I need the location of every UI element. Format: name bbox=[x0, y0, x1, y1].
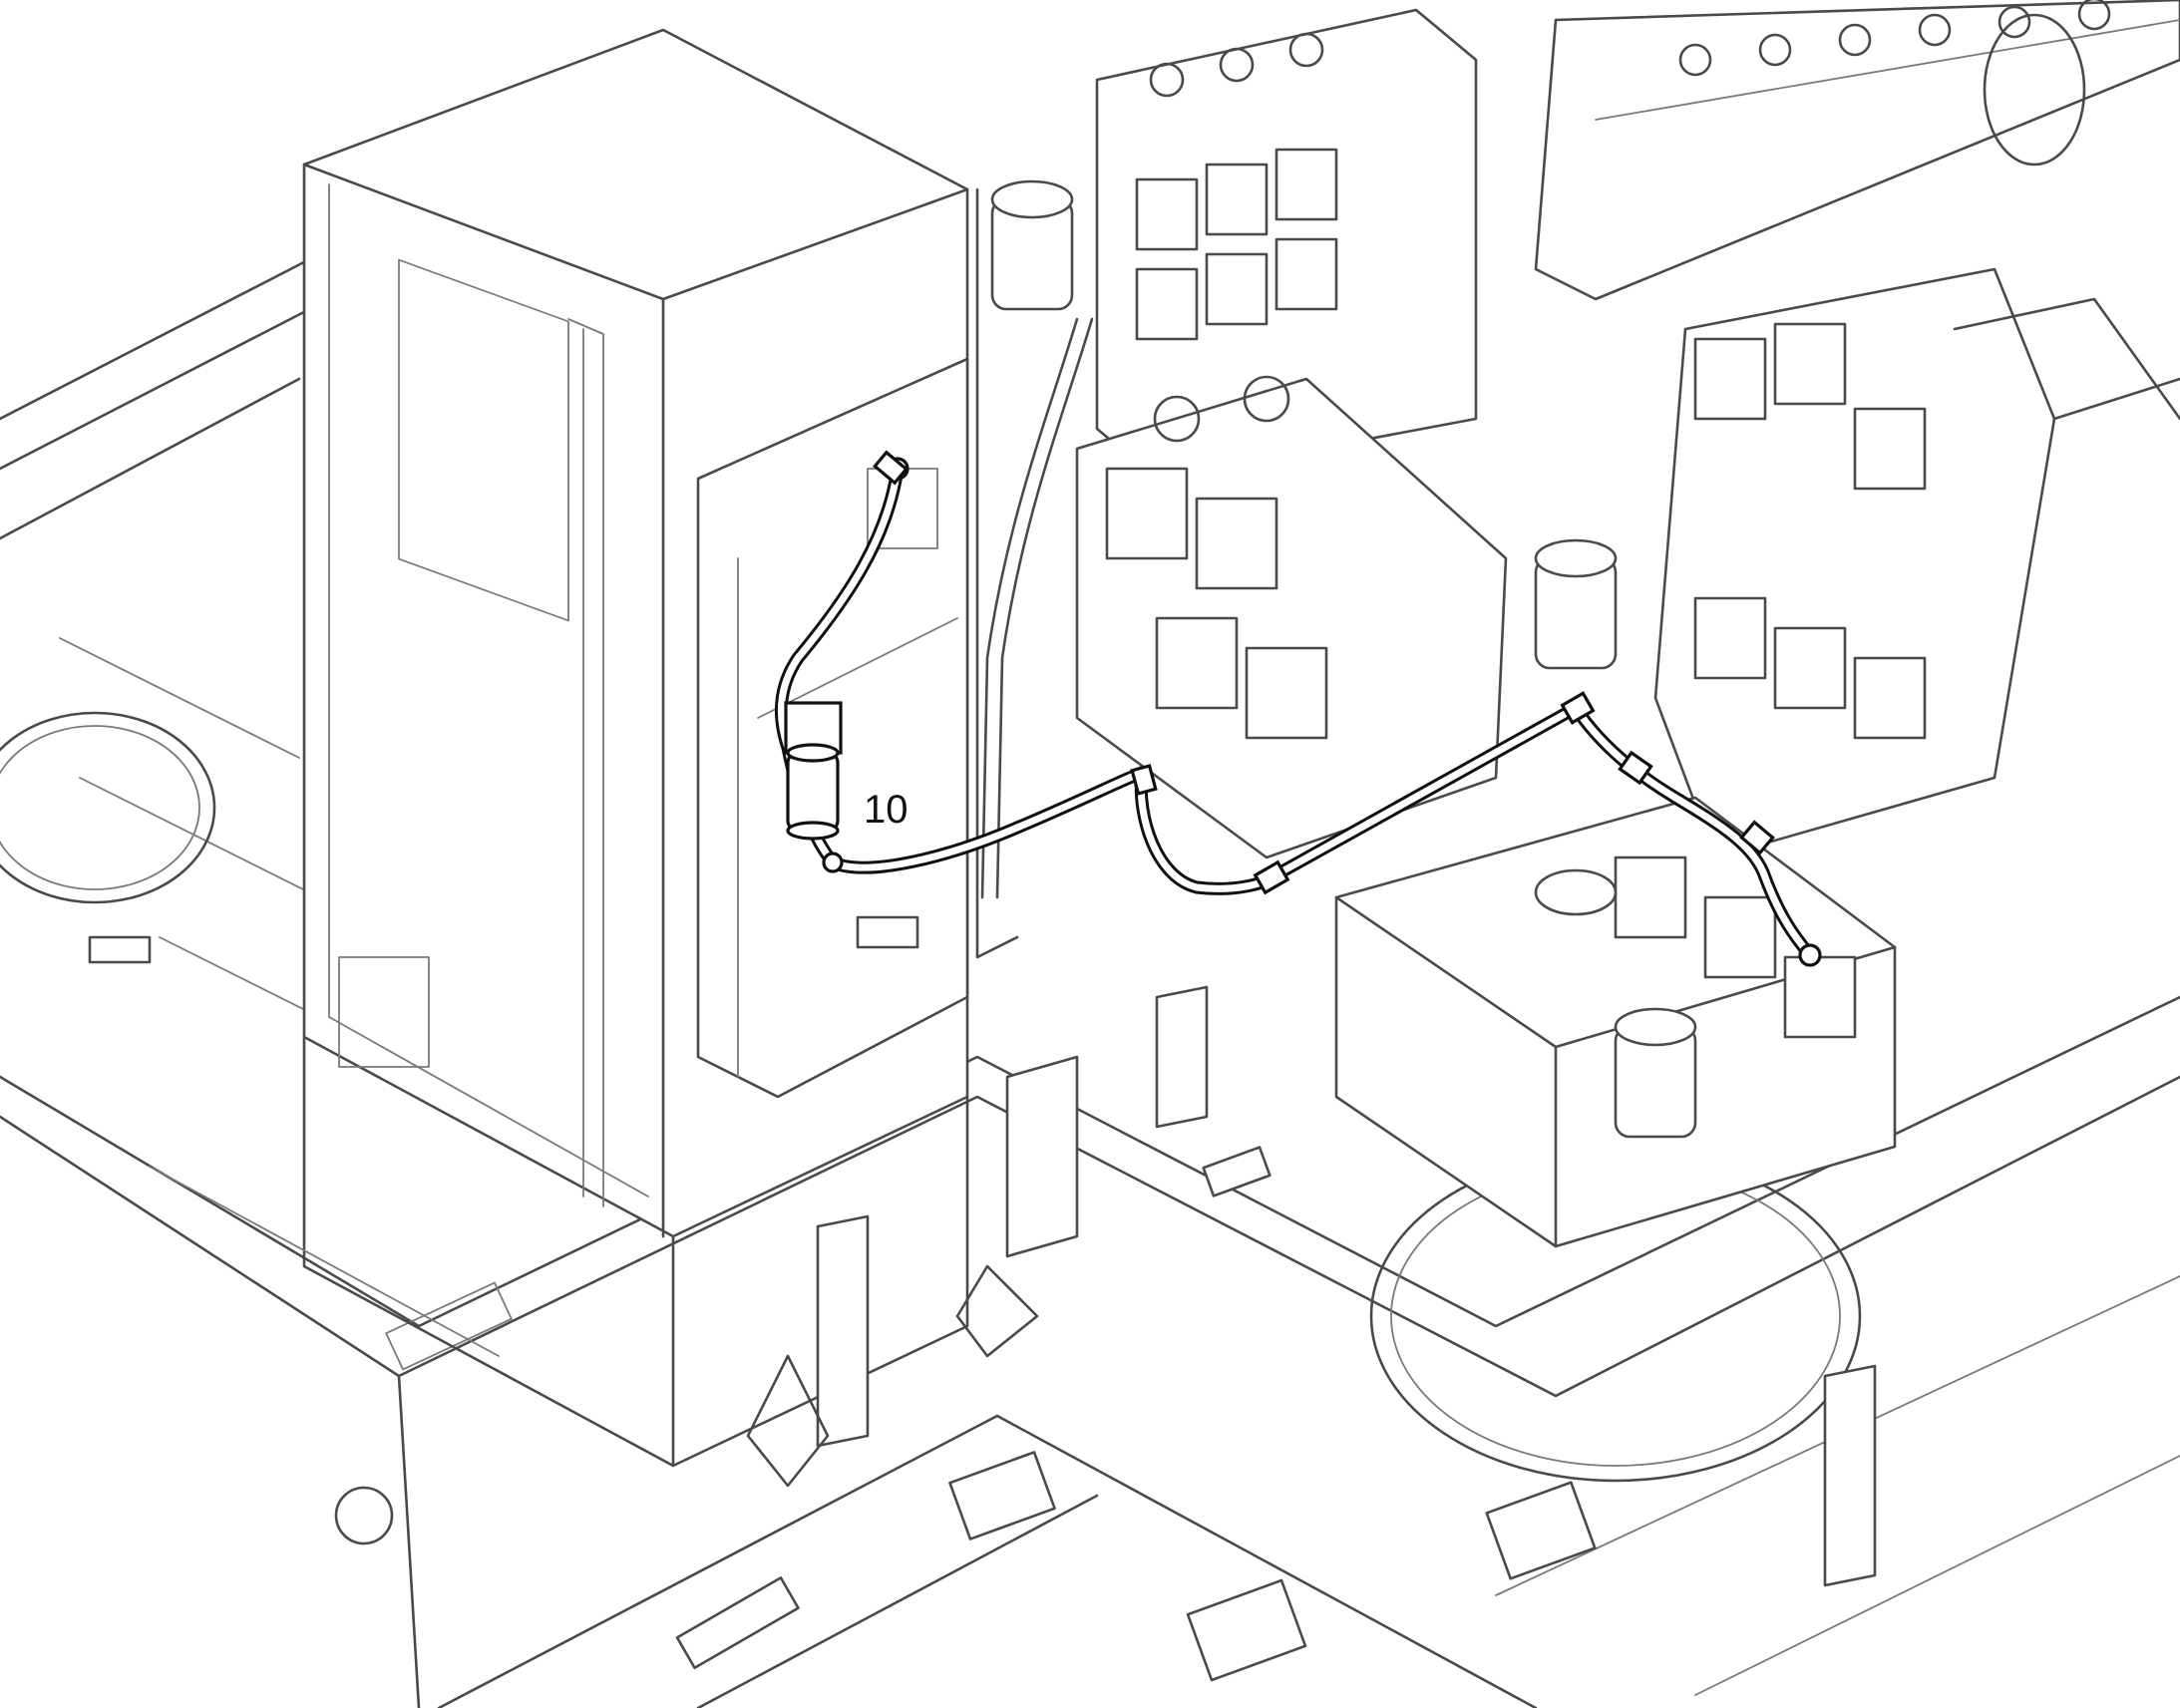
valve-bank-middle bbox=[1075, 375, 1508, 859]
inline-filter-10 bbox=[784, 701, 843, 841]
valve-bank-right bbox=[1653, 267, 2180, 859]
hose-fittings bbox=[822, 450, 1822, 967]
turntable-left bbox=[0, 711, 216, 904]
filter-housing-middle bbox=[1534, 538, 1618, 670]
floor-pads bbox=[88, 915, 1597, 1682]
background-hose bbox=[980, 317, 1094, 899]
filter-housing-lower bbox=[1614, 1007, 1697, 1139]
valve-bank-upper bbox=[1095, 8, 1478, 481]
manifold-bar-top bbox=[1534, 0, 2180, 301]
filter-housing-upper bbox=[990, 179, 1074, 311]
callout-label-10: 10 bbox=[864, 788, 908, 832]
hose-assembly-10 bbox=[774, 462, 1817, 962]
support-legs bbox=[746, 985, 1877, 1587]
base-frame bbox=[0, 247, 2180, 1708]
